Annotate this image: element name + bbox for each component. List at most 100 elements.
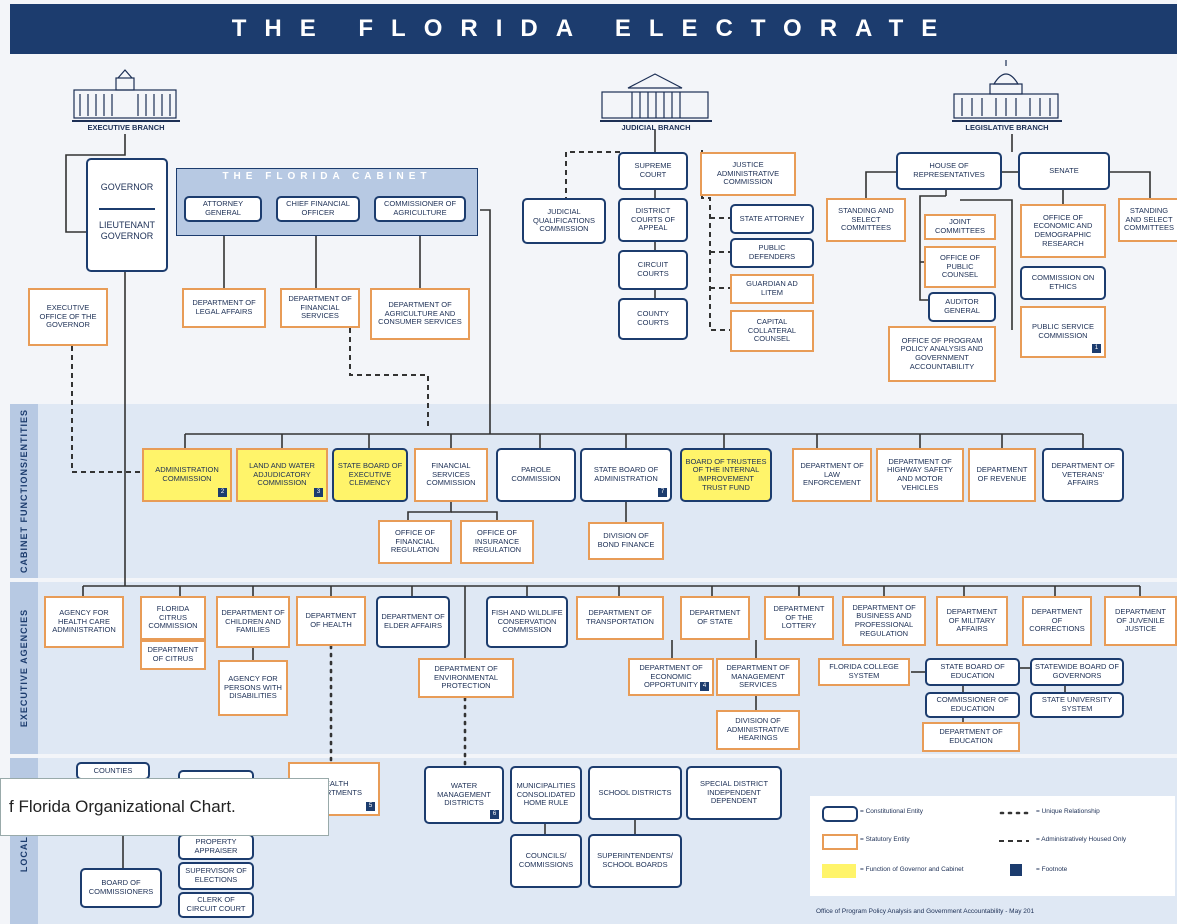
legend: = Constitutional Entity = Statutory Enti… [810,796,1175,896]
legend-admin-housed: = Administratively Housed Only [1036,836,1127,843]
standing-committees-left-box: STANDING AND SELECT COMMITTEES [826,198,906,242]
deo-label: DEPARTMENT OF ECONOMIC OPPORTUNITY [639,663,703,690]
dep-box: DEPARTMENT OF ENVIRONMENTAL PROTECTION [418,658,514,698]
veterans-affairs-box: DEPARTMENT OF VETERANS' AFFAIRS [1042,448,1124,502]
health-box: DEPARTMENT OF HEALTH [296,596,366,646]
judicial-branch-label: JUDICIAL BRANCH [600,120,712,132]
legend-function: = Function of Governor and Cabinet [860,866,964,873]
footnote-marker: 6 [490,810,499,819]
senate-box: SENATE [1018,152,1110,190]
fwc-box: FISH AND WILDLIFE CONSERVATION COMMISSIO… [486,596,568,648]
health-departments-label: HEALTH DEPARTMENTS [306,779,362,797]
house-box: HOUSE OF REPRESENTATIVES [896,152,1002,190]
governor-divider [99,208,155,211]
executive-branch-label: EXECUTIVE BRANCH [72,120,180,132]
footnote-marker: 4 [700,682,709,691]
florida-college-box: FLORIDA COLLEGE SYSTEM [818,658,910,686]
juvenile-justice-box: DEPARTMENT OF JUVENILE JUSTICE [1104,596,1177,646]
cabinet-title: THE FLORIDA CABINET [222,171,432,182]
dms-box: DEPARTMENT OF MANAGEMENT SERVICES [716,658,800,696]
psc-label: PUBLIC SERVICE COMMISSION [1032,322,1094,340]
joint-committees-box: JOINT COMMITTEES [924,214,996,240]
legend-footnote: = Footnote [1036,866,1068,873]
ofr-box: OFFICE OF FINANCIAL REGULATION [378,520,452,564]
unique-relationship-swatch [999,811,1030,815]
jac-box: JUSTICE ADMINISTRATIVE COMMISSION [700,152,796,196]
military-affairs-box: DEPARTMENT OF MILITARY AFFAIRS [936,596,1008,646]
guardian-ad-litem-box: GUARDIAN AD LITEM [730,274,814,304]
elder-affairs-box: DEPARTMENT OF ELDER AFFAIRS [376,596,450,648]
law-enforcement-box: DEPARTMENT OF LAW ENFORCEMENT [792,448,872,502]
chart-title: THE FLORIDA ELECTORATE [10,4,1177,54]
dbpr-box: DEPARTMENT OF BUSINESS AND PROFESSIONAL … [842,596,926,646]
governor-box: GOVERNOR LIEUTENANT GOVERNOR [86,158,168,272]
footnote-swatch [1010,864,1022,876]
sbe-box: STATE BOARD OF EDUCATION [925,658,1020,686]
public-counsel-box: OFFICE OF PUBLIC COUNSEL [924,246,996,288]
image-caption: f Florida Organizational Chart. [0,778,329,836]
internal-improvement-trust-box: BOARD OF TRUSTEES OF THE INTERNAL IMPROV… [680,448,772,502]
governor-label: GOVERNOR [100,182,154,192]
citrus-dept-box: DEPARTMENT OF CITRUS [140,640,206,670]
eog-box: EXECUTIVE OFFICE OF THE GOVERNOR [28,288,108,346]
executive-building-icon [73,69,177,119]
state-dept-box: DEPARTMENT OF STATE [680,596,750,640]
footnote-marker: 2 [218,488,227,497]
citrus-commission-box: FLORIDA CITRUS COMMISSION [140,596,206,640]
financial-services-commission-box: FINANCIAL SERVICES COMMISSION [414,448,488,502]
school-districts-box: SCHOOL DISTRICTS [588,766,682,820]
transportation-box: DEPARTMENT OF TRANSPORTATION [576,596,664,640]
bog-box: STATEWIDE BOARD OF GOVERNORS [1030,658,1124,686]
legislative-building-icon [953,60,1059,119]
county-courts-box: COUNTY COURTS [618,298,688,340]
side-label-cabinet: CABINET FUNCTIONS/ENTITIES [10,404,38,578]
footnote-marker: 5 [366,802,375,811]
highway-safety-box: DEPARTMENT OF HIGHWAY SAFETY AND MOTOR V… [876,448,964,502]
special-district-box: SPECIAL DISTRICT INDEPENDENT DEPENDENT [686,766,782,820]
legislative-branch-label: LEGISLATIVE BRANCH [952,120,1062,132]
sus-box: STATE UNIVERSITY SYSTEM [1030,692,1124,718]
circuit-courts-box: CIRCUIT COURTS [618,250,688,290]
commissioner-education-box: COMMISSIONER OF EDUCATION [925,692,1020,718]
board-commissioners-box: BOARD OF COMMISSIONERS [80,868,162,908]
dca-box: DISTRICT COURTS OF APPEAL [618,198,688,242]
edr-box: OFFICE OF ECONOMIC AND DEMOGRAPHIC RESEA… [1020,204,1106,258]
constitutional-swatch [822,806,858,822]
superintendents-box: SUPERINTENDENTS/ SCHOOL BOARDS [588,834,682,888]
legend-unique: = Unique Relationship [1036,808,1100,815]
property-appraiser-box: PROPERTY APPRAISER [178,834,254,860]
entity-label: STATE BOARD OF ADMINISTRATION [593,465,659,483]
public-defenders-box: PUBLIC DEFENDERS [730,238,814,268]
revenue-box: DEPARTMENT OF REVENUE [968,448,1036,502]
capital-collateral-box: CAPITAL COLLATERAL COUNSEL [730,310,814,352]
lottery-box: DEPARTMENT OF THE LOTTERY [764,596,834,640]
state-attorney-box: STATE ATTORNEY [730,204,814,234]
admin-housed-swatch [999,840,1029,842]
councils-box: COUNCILS/ COMMISSIONS [510,834,582,888]
executive-clemency-box: STATE BOARD OF EXECUTIVE CLEMENCY [332,448,408,502]
footnote-marker: 3 [314,488,323,497]
judicial-building-icon [601,73,709,119]
entity-label: LAND AND WATER ADJUDICATORY COMMISSION [249,461,315,488]
legend-statutory: = Statutory Entity [860,836,910,843]
footnote-marker: 1 [1092,344,1101,353]
doe-box: DEPARTMENT OF EDUCATION [922,722,1020,752]
oir-box: OFFICE OF INSURANCE REGULATION [460,520,534,564]
corrections-box: DEPARTMENT OF CORRECTIONS [1022,596,1092,646]
doah-box: DIVISION OF ADMINISTRATIVE HEARINGS [716,710,800,750]
auditor-general-box: AUDITOR GENERAL [928,292,996,322]
supervisor-elections-box: SUPERVISOR OF ELECTIONS [178,862,254,890]
municipalities-box: MUNICIPALITIES CONSOLIDATED HOME RULE [510,766,582,824]
statutory-swatch [822,834,858,850]
side-label-executive: EXECUTIVE AGENCIES [10,582,38,754]
parole-commission-box: PAROLE COMMISSION [496,448,576,502]
children-families-box: DEPARTMENT OF CHILDREN AND FAMILIES [216,596,290,648]
apd-box: AGENCY FOR PERSONS WITH DISABILITIES [218,660,288,716]
legend-constitutional: = Constitutional Entity [860,808,924,815]
standing-committees-right-box: STANDING AND SELECT COMMITTEES [1118,198,1177,242]
